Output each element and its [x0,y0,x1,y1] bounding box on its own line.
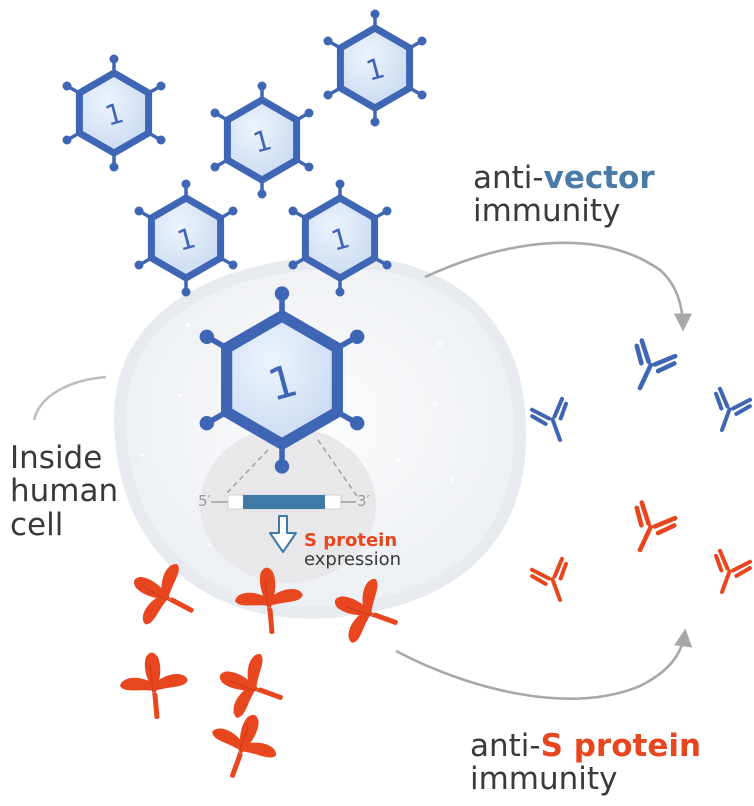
anti-vector-suffix: immunity [473,193,621,230]
three-prime-label: 3′ [357,492,370,510]
dashed-guide-right [317,439,358,497]
five-prime-label: 5′ [198,492,211,510]
antibody-icon [703,548,754,601]
human-cell [113,255,527,619]
arrow-to-s-antibodies-icon [395,628,693,700]
inside-cell-callout [32,375,107,421]
s-protein-spike-icon [116,649,192,723]
expr-s-protein-word: S protein [304,530,398,551]
s-protein-expression-label: S protein expression [304,530,402,570]
expr-suffix: expression [304,548,402,570]
inside-line3: cell [10,506,64,543]
antibody-icon [703,386,754,439]
vector-word: vector [543,160,655,196]
inside-line1: Inside [10,440,103,476]
s-protein-gene [243,495,325,509]
expression-arrow-icon [269,515,297,553]
anti-s-suffix: immunity [470,761,618,798]
anti-s-protein-label: anti-S protein immunity [470,728,702,798]
antibody-icon [528,396,579,449]
anti-vector-prefix: anti- [473,160,544,196]
antibody-icon [528,556,579,609]
inside-human-cell-label: Inside human cell [10,440,119,543]
s-protein-spike-icon [199,702,287,790]
gene-construct [211,494,356,510]
anti-s-prefix: anti- [470,728,541,764]
antibody-icon [621,340,677,397]
arrow-to-vector-antibodies-icon [424,241,693,332]
anti-vector-label: anti-vector immunity [473,160,655,230]
dashed-guide-left [223,449,269,497]
antibody-icon [621,502,677,559]
inside-line2: human [10,473,119,510]
s-protein-word: S protein [540,728,702,764]
